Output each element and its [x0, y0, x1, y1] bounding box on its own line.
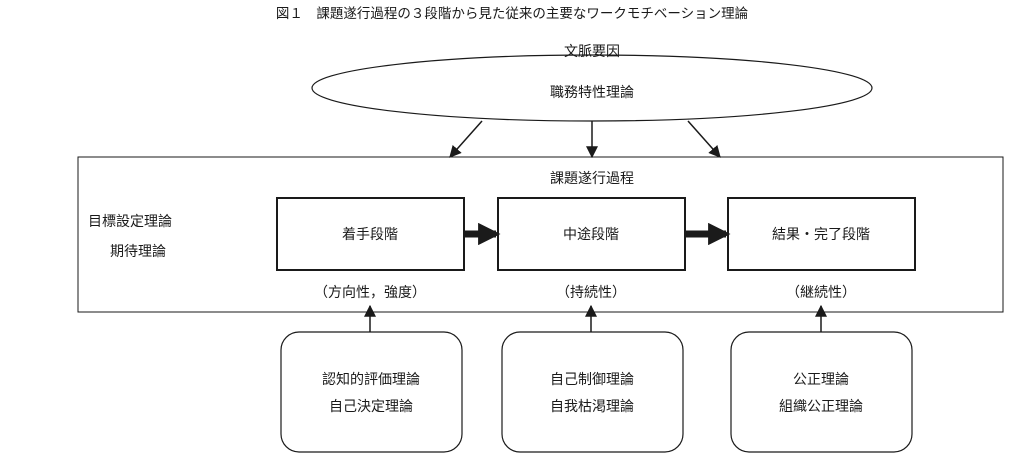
left-theory-expectancy: 期待理論 — [110, 244, 166, 260]
figure-title: 図１ 課題遂行過程の３段階から見た従来の主要なワークモチベーション理論 — [276, 6, 749, 22]
theory-group-2-line-2: 自我枯渇理論 — [550, 399, 634, 415]
stage-sub-midway: （持続性） — [556, 284, 626, 301]
theory-group-box-1 — [280, 331, 463, 453]
theory-group-box-3 — [730, 331, 913, 453]
theory-group-box-2 — [501, 331, 684, 453]
stage-label-completion: 結果・完了段階 — [772, 227, 870, 243]
stage-label-initiation: 着手段階 — [342, 227, 398, 243]
stage-box-completion — [727, 197, 916, 271]
stage-sub-completion: （継続性） — [786, 284, 856, 301]
theory-group-3-line-1: 公正理論 — [793, 372, 849, 388]
process-box — [77, 156, 1004, 313]
theory-group-2-line-1: 自己制御理論 — [550, 372, 634, 388]
theory-group-1-line-2: 自己決定理論 — [329, 399, 413, 415]
stage-label-midway: 中途段階 — [563, 226, 619, 243]
left-theory-goal-setting: 目標設定理論 — [88, 214, 172, 230]
context-factor-label: 文脈要因 — [564, 44, 620, 60]
process-label: 課題遂行過程 — [550, 171, 634, 187]
context-arrow-left — [449, 120, 483, 158]
theory-group-1-line-1: 認知的評価理論 — [322, 371, 420, 388]
stage-sub-initiation: （方向性，強度） — [314, 285, 426, 301]
context-arrow-right — [687, 120, 721, 158]
stage-box-initiation — [276, 197, 465, 271]
theory-group-3-line-2: 組織公正理論 — [779, 399, 863, 415]
job-characteristics-label: 職務特性理論 — [550, 85, 634, 101]
